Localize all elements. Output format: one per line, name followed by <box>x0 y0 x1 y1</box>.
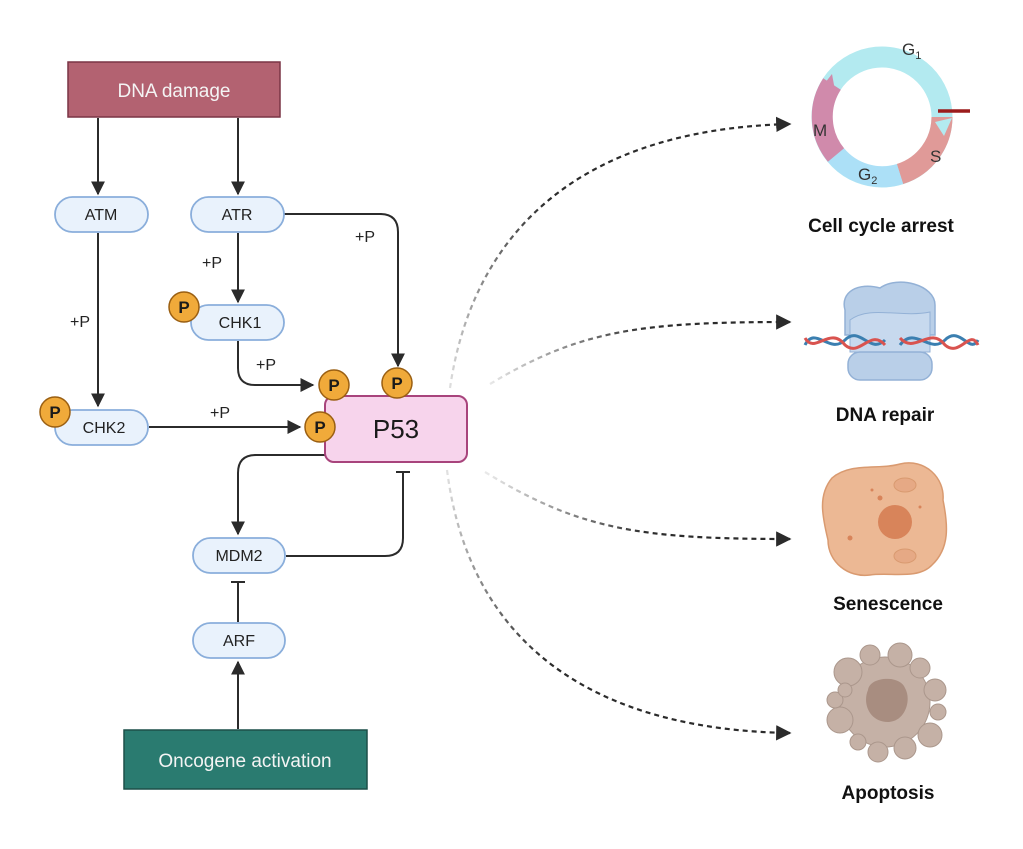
s-label: S <box>930 147 941 166</box>
dna-damage-box: DNA damage <box>67 61 281 118</box>
edge-p53-cell-cycle-arrest <box>448 116 792 389</box>
svg-text:P: P <box>178 298 189 317</box>
m-label: M <box>813 121 827 140</box>
edge-mdm2-inhibits-p53 <box>286 472 404 557</box>
apoptotic-cell-icon <box>826 642 947 763</box>
edge-p53-dna-repair <box>489 314 792 385</box>
phosphate-icon <box>39 396 71 428</box>
phosphate-badge-p53-chk2-site: P <box>304 411 336 443</box>
edge-p53-mdm2 <box>231 454 326 536</box>
apoptosis-label: Apoptosis <box>842 783 935 804</box>
senescence-label: Senescence <box>833 594 943 615</box>
oncogene-activation-label: Oncogene activation <box>158 751 331 772</box>
mdm2-label: MDM2 <box>215 548 262 565</box>
node-atm: ATM <box>54 196 149 233</box>
cell-cycle-icon: G1 S G2 M <box>811 40 970 188</box>
phosphate-icon <box>318 369 350 401</box>
g1-label: G1 <box>902 40 921 62</box>
phosphate-badge-chk2: P <box>39 396 71 428</box>
node-atr: ATR <box>190 196 285 233</box>
dna-damage-box-shape <box>67 61 281 118</box>
oncogene-activation-box: Oncogene activation <box>123 729 368 790</box>
chk1-label: CHK1 <box>219 315 262 332</box>
outcome-apoptosis: Apoptosis <box>826 642 947 804</box>
outcome-senescence: Senescence <box>821 462 948 615</box>
plus-p-label-atr-chk1: +P <box>202 255 222 272</box>
plus-p-label-atm-chk2: +P <box>70 314 90 331</box>
plus-p-label-atr-p53: +P <box>355 229 375 246</box>
g2-label: G2 <box>858 165 877 187</box>
plus-p-label-chk1-p53: +P <box>256 357 276 374</box>
dna-repair-label: DNA repair <box>836 405 935 426</box>
svg-text:P: P <box>328 376 339 395</box>
apoptotic-nucleus <box>866 678 908 722</box>
senescent-cell-icon <box>821 462 948 577</box>
edge-p53-senescence <box>484 471 792 547</box>
phosphate-badge-p53-chk1-site: P <box>318 369 350 401</box>
svg-text:P: P <box>314 418 325 437</box>
edge-p53-apoptosis <box>445 469 792 741</box>
phosphate-icon <box>304 411 336 443</box>
dna-damage-label: DNA damage <box>117 81 230 102</box>
phosphate-icon <box>381 367 413 399</box>
node-mdm2: MDM2 <box>192 537 286 574</box>
oncogene-box-shape <box>123 729 368 790</box>
atm-label: ATM <box>85 207 118 224</box>
phase-g2-arc <box>827 147 904 188</box>
chk2-label: CHK2 <box>83 420 126 437</box>
outcome-cell-cycle-arrest: G1 S G2 M Cell cycle arrest <box>808 40 970 237</box>
edge-chk1-p53 <box>237 341 315 392</box>
arf-label: ARF <box>223 633 255 650</box>
atr-label: ATR <box>222 207 253 224</box>
nucleus <box>878 505 912 539</box>
cell-cycle-arrest-label: Cell cycle arrest <box>808 216 954 237</box>
plus-p-label-chk2-p53: +P <box>210 405 230 422</box>
node-arf: ARF <box>192 622 286 659</box>
svg-text:P: P <box>49 403 60 422</box>
edge-atr-p53 <box>284 213 405 368</box>
p53-label: P53 <box>373 414 419 444</box>
outcome-dna-repair: DNA repair <box>803 281 980 426</box>
node-p53: P53 <box>324 395 468 463</box>
phosphate-icon <box>168 291 200 323</box>
phosphate-badge-p53-atr-site: P <box>381 367 413 399</box>
svg-text:P: P <box>391 374 402 393</box>
dna-repair-icon <box>803 281 980 381</box>
phosphate-badge-chk1: P <box>168 291 200 323</box>
node-chk1: CHK1 <box>190 304 285 341</box>
